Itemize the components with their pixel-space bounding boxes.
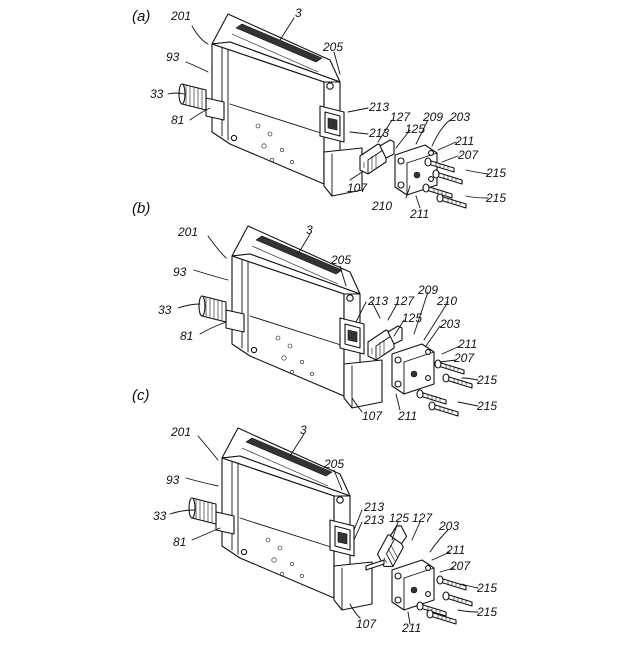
ref-203-c: 203 xyxy=(438,519,459,533)
ref-93-a: 93 xyxy=(166,50,180,64)
ref-93-b: 93 xyxy=(173,265,187,279)
ref-3-c: 3 xyxy=(300,423,307,437)
panel-c-label: (c) xyxy=(132,387,150,404)
ref-201-b: 201 xyxy=(177,225,198,239)
ref-203-b: 203 xyxy=(439,317,460,331)
ref-213-c2: 213 xyxy=(363,513,384,527)
ref-205-b: 205 xyxy=(330,253,351,267)
ref-125-c: 125 xyxy=(389,511,409,525)
ref-215-a2: 215 xyxy=(485,191,506,205)
panel-a: (a) xyxy=(132,8,488,208)
ref-127-b: 127 xyxy=(394,294,415,308)
ref-107-a: 107 xyxy=(347,181,368,195)
cover-c xyxy=(392,560,434,610)
ref-125-a: 125 xyxy=(405,122,425,136)
ref-33-c: 33 xyxy=(153,509,167,523)
ref-209-b: 209 xyxy=(417,283,438,297)
housing-c xyxy=(189,428,372,610)
ref-215-a1: 215 xyxy=(485,166,506,180)
insert-a xyxy=(360,140,394,174)
ref-107-b: 107 xyxy=(362,409,383,423)
ref-207-b: 207 xyxy=(453,351,475,365)
ref-215-c1: 215 xyxy=(476,581,497,595)
ref-211-b2: 211 xyxy=(397,409,417,423)
ref-207-a: 207 xyxy=(457,148,479,162)
panel-a-label: (a) xyxy=(132,8,150,25)
housing-b xyxy=(199,226,382,408)
ref-210-a: 210 xyxy=(371,199,392,213)
ref-201-c: 201 xyxy=(170,425,191,439)
ref-215-b2: 215 xyxy=(476,399,497,413)
ref-215-b1: 215 xyxy=(476,373,497,387)
ref-205-c: 205 xyxy=(323,457,344,471)
ref-107-c: 107 xyxy=(356,617,377,631)
ref-93-c: 93 xyxy=(166,473,180,487)
ref-215-c2: 215 xyxy=(476,605,497,619)
ref-210-b: 210 xyxy=(436,294,457,308)
ref-3-a: 3 xyxy=(295,6,302,20)
ref-205-a: 205 xyxy=(322,40,343,54)
ref-209-a: 209 xyxy=(422,110,443,124)
ref-211-c1: 211 xyxy=(445,543,465,557)
ref-127-c: 127 xyxy=(412,511,433,525)
ref-213-c1: 213 xyxy=(363,500,384,514)
ref-211-c2: 211 xyxy=(401,621,421,635)
ref-81-b: 81 xyxy=(180,329,193,343)
ref-203-a: 203 xyxy=(449,110,470,124)
ref-213-a2: 213 xyxy=(368,126,389,140)
ref-33-b: 33 xyxy=(158,303,172,317)
ref-211-a1: 211 xyxy=(454,134,474,148)
ref-211-a2: 211 xyxy=(409,207,429,221)
ref-81-c: 81 xyxy=(173,535,186,549)
cover-b xyxy=(392,344,434,394)
panel-b-label: (b) xyxy=(132,200,150,217)
ref-3-b: 3 xyxy=(306,223,313,237)
ref-33-a: 33 xyxy=(150,87,164,101)
ref-207-c: 207 xyxy=(449,559,471,573)
ref-213-a1: 213 xyxy=(368,100,389,114)
ref-201-a: 201 xyxy=(170,9,191,23)
ref-211-b1: 211 xyxy=(457,337,477,351)
ref-125-b: 125 xyxy=(402,311,422,325)
ref-81-a: 81 xyxy=(171,113,184,127)
ref-213-b: 213 xyxy=(367,294,388,308)
